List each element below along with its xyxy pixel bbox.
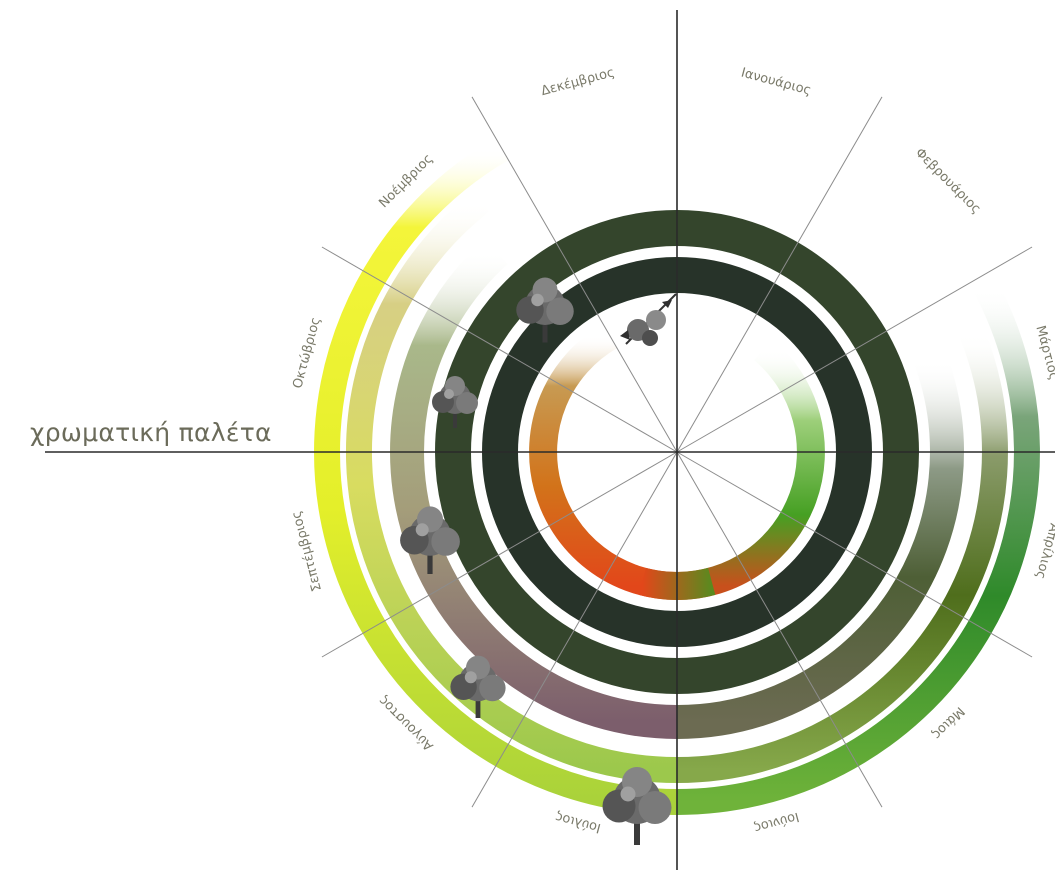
fruit-branch-icon (620, 293, 677, 346)
month-label: Ιανουάριος (739, 66, 812, 99)
month-spoke (471, 451, 678, 808)
month-spoke (471, 96, 678, 453)
band-right-green (676, 281, 1040, 815)
month-label: Απρίλιος (1032, 522, 1055, 581)
tree-icon (400, 506, 460, 574)
month-spoke (676, 246, 1033, 453)
month-label: Μάρτιος (1032, 324, 1055, 382)
band-right-grey (676, 353, 964, 739)
month-spoke (676, 451, 1033, 658)
month-label: Σεπτέμβριος (289, 509, 325, 593)
tree-icon (450, 655, 506, 718)
diagram-title: χρωματική παλέτα (30, 418, 272, 447)
month-label: Ιούνιος (752, 809, 801, 836)
band-inner-left (529, 323, 678, 600)
tree-icon (432, 376, 478, 428)
band-outer-yellow (314, 137, 678, 815)
month-label: Μάιος (928, 703, 967, 742)
month-spoke (321, 451, 678, 658)
month-label: Δεκέμβριος (540, 65, 617, 99)
band-right-olive (676, 328, 1008, 783)
month-label: Φεβρουάριος (912, 145, 983, 216)
month-spoke (676, 451, 883, 808)
month-spoke (676, 96, 883, 453)
tree-icon (602, 767, 672, 845)
band-inner-right (676, 338, 825, 600)
month-spoke (321, 246, 678, 453)
month-label: Οκτώβριος (290, 316, 323, 391)
month-label: Ιούλιος (553, 809, 602, 836)
tree-icon (516, 277, 574, 343)
